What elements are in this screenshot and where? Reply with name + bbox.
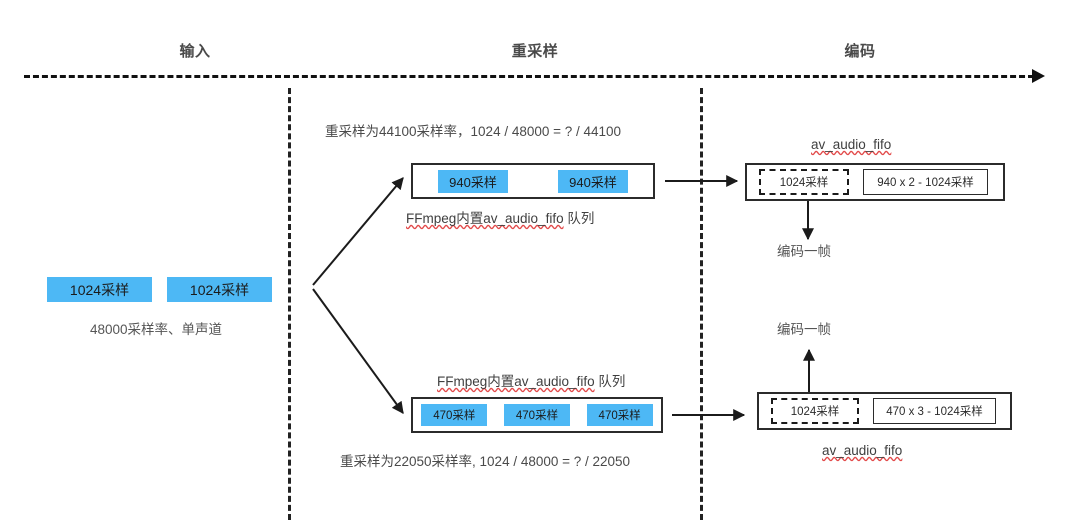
bottom-fifo-chip-0: 470采样	[421, 404, 488, 426]
phase-divider-1	[288, 88, 291, 520]
phase-header-input: 输入	[179, 43, 211, 60]
top-encode-arrow	[802, 201, 814, 241]
top-encode-dashed-cell: 1024采样	[759, 169, 849, 195]
bottom-fifo-chip-2: 470采样	[586, 404, 653, 426]
top-encode-label: 编码一帧	[777, 244, 831, 259]
bottom-fifo-caption-tail: 队列	[594, 374, 626, 389]
bottom-encode-arrow	[803, 348, 815, 392]
top-branch-formula: 重采样为44100采样率，1024 / 48000 = ? / 44100	[325, 124, 622, 139]
phase-divider-2	[700, 88, 703, 520]
bottom-encode-solid-cell: 470 x 3 - 1024采样	[873, 398, 996, 424]
input-chip-0: 1024采样	[47, 277, 152, 302]
input-chip-1: 1024采样	[167, 277, 272, 302]
arrow-right-icon	[1032, 69, 1045, 83]
bottom-fifo-chip-1: 470采样	[503, 404, 570, 426]
top-flow-arrow	[665, 175, 739, 187]
top-fifo-caption-main: FFmpeg内置av_audio_fifo	[406, 211, 564, 226]
input-caption: 48000采样率、单声道	[90, 322, 223, 337]
top-fifo-box: 940采样 940采样	[411, 163, 655, 199]
bottom-encode-title: av_audio_fifo	[822, 443, 903, 458]
bottom-encode-dashed-cell: 1024采样	[771, 398, 859, 424]
phase-header-encode: 编码	[844, 43, 876, 60]
arrow-branch-down-icon	[312, 288, 404, 414]
top-fifo-caption: FFmpeg内置av_audio_fifo 队列	[406, 207, 594, 227]
phase-header-resample: 重采样	[511, 43, 559, 60]
top-fifo-caption-tail: 队列	[563, 211, 595, 226]
bottom-encode-box: 1024采样 470 x 3 - 1024采样	[757, 392, 1012, 430]
bottom-encode-label: 编码一帧	[777, 322, 831, 337]
timeline-axis	[24, 75, 1034, 78]
bottom-flow-arrow	[672, 409, 746, 421]
top-encode-box: 1024采样 940 x 2 - 1024采样	[745, 163, 1005, 201]
bottom-fifo-caption: FFmpeg内置av_audio_fifo 队列	[437, 370, 625, 390]
top-encode-title: av_audio_fifo	[811, 137, 892, 152]
bottom-fifo-caption-main: FFmpeg内置av_audio_fifo	[437, 374, 595, 389]
branch-arrows	[312, 177, 404, 414]
top-encode-solid-cell: 940 x 2 - 1024采样	[863, 169, 988, 195]
top-fifo-chip-1: 940采样	[558, 169, 628, 193]
top-fifo-chip-0: 940采样	[438, 169, 508, 193]
arrow-branch-up-icon	[312, 177, 404, 286]
bottom-branch-formula: 重采样为22050采样率, 1024 / 48000 = ? / 22050	[340, 454, 631, 469]
bottom-fifo-box: 470采样 470采样 470采样	[411, 397, 663, 433]
